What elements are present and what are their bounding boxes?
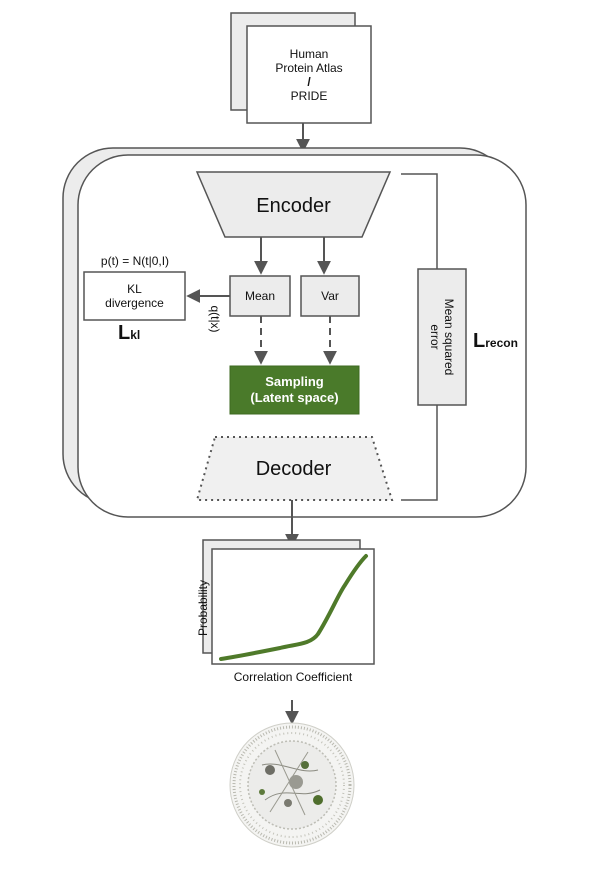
- source-label: Human Protein Atlas / PRIDE: [247, 34, 371, 116]
- sampling-box: [229, 365, 360, 415]
- source-box-front: [246, 25, 372, 124]
- sampling-label: Sampling (Latent space): [230, 366, 359, 414]
- sampling-line-1: Sampling: [265, 374, 324, 389]
- mse-line-2: error: [428, 324, 442, 350]
- kl-box: [83, 271, 186, 321]
- decoder-shape: [195, 436, 394, 501]
- recon-loss-label: Lrecon: [473, 330, 543, 353]
- source-line-1: Human: [289, 47, 329, 61]
- sampling-line-2: (Latent space): [250, 390, 339, 405]
- var-label: Var: [321, 289, 339, 303]
- kl-line-1: KL: [127, 282, 142, 296]
- kl-line-2: divergence: [105, 296, 164, 310]
- kl-loss-main: L: [118, 322, 131, 344]
- mse-line-1: Mean squared: [442, 298, 456, 376]
- prior-label: p(t) = N(t|0,I): [100, 254, 170, 268]
- recon-loss-main: L: [473, 330, 486, 352]
- distribution-curve: [219, 554, 368, 661]
- encoder-shape: [195, 171, 392, 238]
- kl-loss-sub: kl: [130, 328, 141, 342]
- kl-label: KL divergence: [84, 272, 185, 320]
- posterior-label: q(t|x): [208, 305, 222, 333]
- encoder-label: Encoder: [256, 194, 331, 217]
- decoder-label: Decoder: [255, 457, 332, 480]
- mse-box: [417, 268, 467, 406]
- source-line-3: /: [307, 75, 311, 89]
- plot-ylabel: Probability: [196, 579, 210, 637]
- model-frame-front: [77, 154, 527, 518]
- mean-label: Mean: [244, 289, 276, 303]
- source-line-4: PRIDE: [290, 89, 328, 103]
- protein-network-image: [229, 722, 355, 848]
- mse-label: Mean squared error: [418, 269, 466, 405]
- kl-loss-label: Lkl: [118, 322, 158, 345]
- plot-xlabel: Correlation Coefficient: [233, 670, 353, 684]
- recon-loss-sub: recon: [485, 336, 518, 350]
- source-line-2: Protein Atlas: [275, 61, 343, 75]
